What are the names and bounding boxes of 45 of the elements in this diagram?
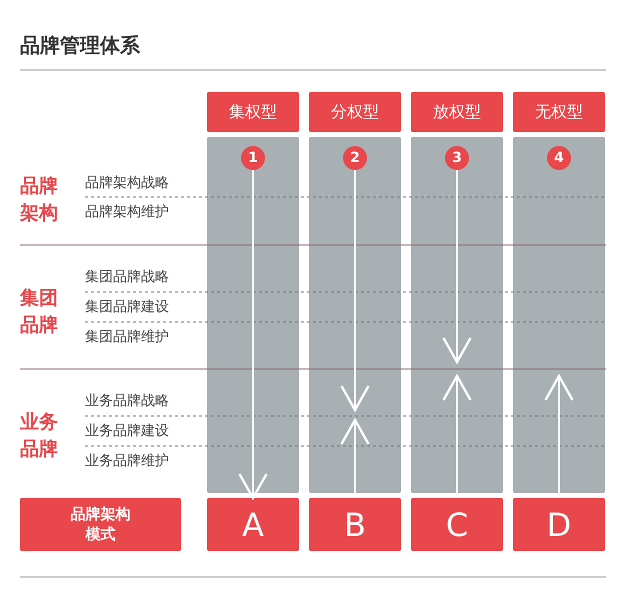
result-box bbox=[309, 498, 401, 551]
row-item-label: 集团品牌战略 bbox=[85, 268, 169, 286]
arrow bbox=[340, 170, 370, 412]
row-group-label: 集团品牌 bbox=[20, 286, 59, 338]
label-text: B bbox=[344, 506, 366, 544]
row-item-label: 业务品牌维护 bbox=[85, 452, 169, 470]
arrow bbox=[442, 170, 472, 364]
label-text: 放权型 bbox=[433, 102, 481, 122]
type-header bbox=[411, 92, 503, 132]
column-band bbox=[207, 137, 299, 493]
label-text: 分权型 bbox=[331, 102, 379, 122]
arrow bbox=[238, 170, 268, 500]
row-group-label: 品牌架构 bbox=[20, 174, 59, 226]
step-number: 2 bbox=[350, 150, 360, 166]
label-text: D bbox=[546, 506, 572, 544]
row-group-label: 业务品牌 bbox=[20, 410, 59, 462]
result-box bbox=[411, 498, 503, 551]
label-text: 集权型 bbox=[229, 102, 277, 122]
number-circle bbox=[241, 146, 265, 170]
row-item-label: 品牌架构战略 bbox=[85, 174, 169, 192]
number-circle bbox=[547, 146, 571, 170]
column-band bbox=[411, 137, 503, 493]
column-band bbox=[513, 137, 605, 493]
title: 品牌管理体系 bbox=[20, 32, 140, 59]
result-box bbox=[513, 498, 605, 551]
number-circle bbox=[445, 146, 469, 170]
label-text: A bbox=[242, 506, 264, 544]
step-number: 3 bbox=[452, 150, 462, 166]
step-number: 4 bbox=[554, 150, 564, 166]
result-box bbox=[207, 498, 299, 551]
step-number: 1 bbox=[248, 150, 258, 166]
type-header bbox=[513, 92, 605, 132]
type-header bbox=[309, 92, 401, 132]
label-text: 无权型 bbox=[535, 102, 583, 122]
label-text: 品牌架构模式 bbox=[70, 505, 132, 544]
row-item-label: 集团品牌建设 bbox=[85, 298, 169, 316]
column-band bbox=[309, 137, 401, 493]
row-item-label: 业务品牌建设 bbox=[85, 422, 169, 440]
mode-box bbox=[20, 498, 181, 551]
row-item-label: 业务品牌战略 bbox=[85, 392, 169, 410]
row-item-label: 集团品牌维护 bbox=[85, 328, 169, 346]
label-text: C bbox=[446, 506, 468, 544]
type-header bbox=[207, 92, 299, 132]
number-circle bbox=[343, 146, 367, 170]
row-item-label: 品牌架构维护 bbox=[85, 203, 169, 221]
